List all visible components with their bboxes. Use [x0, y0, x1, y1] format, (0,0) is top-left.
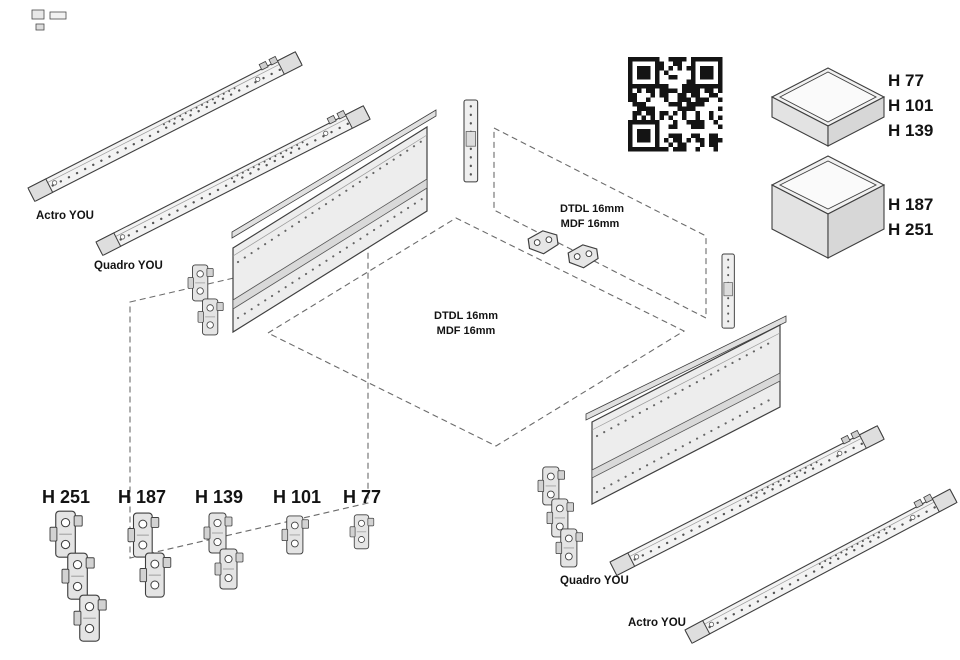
- dashed-panel-right: DTDL 16mm MDF 16mm: [493, 127, 707, 319]
- height-label: H 251: [888, 220, 933, 239]
- height-label: H 187: [888, 195, 933, 214]
- drawer-box-deep: [770, 155, 886, 259]
- label-actro-left: Actro YOU: [36, 210, 94, 222]
- rail-profile-left: [231, 109, 437, 239]
- slide-actro-left: [24, 46, 304, 203]
- front-connector-left: [462, 98, 479, 184]
- coupling-icon: [187, 264, 214, 302]
- coupling-icon: [127, 512, 160, 558]
- height-label: H 77: [888, 71, 924, 90]
- drawer-side-panel-right: [591, 324, 781, 505]
- coupling-icon: [73, 594, 107, 642]
- coupling-height-label: H 139: [195, 487, 243, 507]
- back-panel-bracket-icon: [526, 228, 560, 257]
- panel-right-material-line2: MDF 16mm: [561, 218, 620, 230]
- drawer-box-shallow: [770, 67, 886, 147]
- height-label: H 139: [888, 121, 933, 140]
- coupling-icon: [349, 514, 375, 550]
- height-label: H 101: [888, 96, 933, 115]
- drawer-side-panel-left: [232, 125, 428, 334]
- label-quadro-right: Quadro YOU: [560, 575, 629, 587]
- coupling-icon: [49, 510, 83, 558]
- coupling-icon: [203, 512, 233, 554]
- dashed-panel-center: DTDL 16mm MDF 16mm: [266, 217, 686, 447]
- front-connector-right: [720, 252, 736, 330]
- coupling-icon: [61, 552, 95, 600]
- qr-code: [628, 57, 723, 152]
- label-actro-right: Actro YOU: [628, 617, 686, 629]
- back-panel-bracket-icon: [566, 242, 600, 271]
- coupling-height-label: H 187: [118, 487, 166, 507]
- coupling-height-label: H 77: [343, 487, 381, 507]
- corner-marks: [31, 9, 67, 31]
- panel-center-material-line2: MDF 16mm: [437, 325, 496, 337]
- panel-right-material-line1: DTDL 16mm: [560, 203, 624, 215]
- coupling-height-label: H 101: [273, 487, 321, 507]
- coupling-height-label: H 251: [42, 487, 90, 507]
- coupling-icon: [214, 548, 244, 590]
- coupling-icon: [139, 552, 172, 598]
- label-quadro-left: Quadro YOU: [94, 260, 163, 272]
- coupling-icon: [197, 298, 224, 336]
- rail-profile-right: [585, 315, 787, 421]
- panel-center-material-line1: DTDL 16mm: [434, 310, 498, 322]
